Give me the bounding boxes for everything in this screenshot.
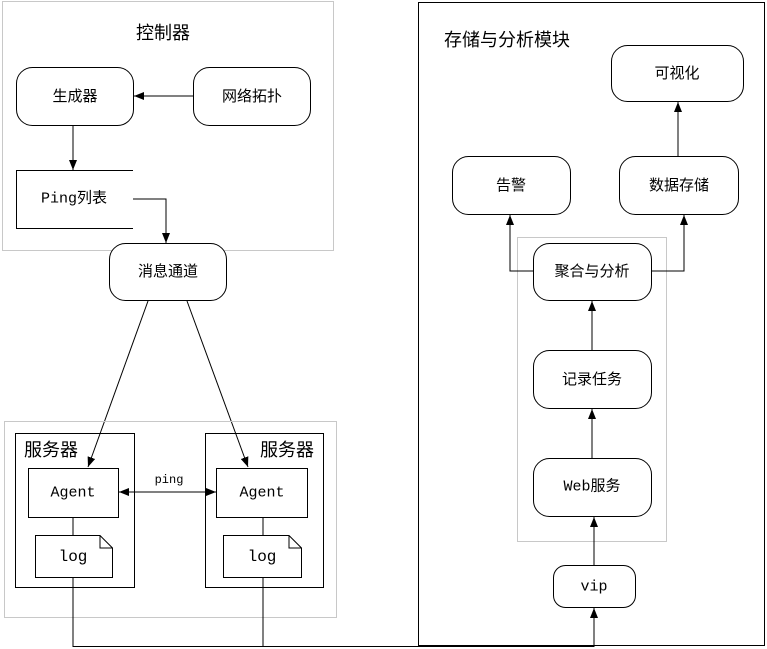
agent-2-label: Agent bbox=[239, 485, 284, 502]
server-2: 服务器 Agent log bbox=[205, 433, 324, 588]
aggregation-label: 聚合与分析 bbox=[554, 262, 629, 280]
web-service-node: Web服务 bbox=[533, 458, 652, 517]
ping-list-label: Ping列表 bbox=[41, 190, 107, 208]
aggregation-node: 聚合与分析 bbox=[533, 243, 652, 301]
edge-aggregation-to-alert bbox=[506, 215, 533, 272]
log-1-document bbox=[35, 535, 113, 578]
agent-1-label: Agent bbox=[50, 485, 95, 502]
alert-node: 告警 bbox=[452, 156, 571, 215]
generator-node: 生成器 bbox=[16, 67, 134, 126]
visualization-node: 可视化 bbox=[611, 45, 744, 102]
edge-channel-to-agent-2 bbox=[186, 300, 249, 468]
ping-list-node: Ping列表 bbox=[16, 170, 133, 229]
visualization-label: 可视化 bbox=[654, 64, 699, 82]
log-2-label: log bbox=[248, 548, 277, 566]
alert-box bbox=[452, 156, 571, 215]
agent-1-box bbox=[28, 468, 119, 518]
record-task-node: 记录任务 bbox=[533, 350, 652, 409]
ping-edge-label: ping bbox=[155, 473, 184, 487]
edge-ping-list-to-channel bbox=[133, 198, 170, 243]
vip-node: vip bbox=[553, 565, 636, 608]
server-1-title: 服务器 bbox=[24, 440, 78, 461]
data-store-label: 数据存储 bbox=[649, 176, 709, 194]
servers-region: 服务器 Agent log 服务器 Agent log ping bbox=[4, 421, 337, 618]
topology-box bbox=[193, 67, 311, 126]
ping-list-shape bbox=[16, 170, 133, 229]
generator-label: 生成器 bbox=[52, 87, 97, 105]
log-1-label: log bbox=[59, 548, 88, 566]
aggregation-box bbox=[533, 243, 652, 301]
log-2-document bbox=[223, 535, 302, 578]
controller-title: 控制器 bbox=[136, 23, 190, 44]
log-1-fold bbox=[99, 535, 113, 549]
agent-2-box bbox=[216, 468, 308, 518]
storage-analysis-title: 存储与分析模块 bbox=[444, 30, 570, 51]
topology-label: 网络拓扑 bbox=[222, 87, 282, 105]
server-1-box bbox=[15, 433, 135, 588]
edge-log-1-to-vip bbox=[72, 578, 598, 647]
server-2-box bbox=[205, 433, 324, 588]
web-service-label: Web服务 bbox=[563, 478, 620, 496]
controller-region: 控制器 生成器 网络拓扑 Ping列表 bbox=[2, 1, 334, 251]
data-store-box bbox=[619, 156, 739, 215]
record-task-box bbox=[533, 350, 652, 409]
web-service-box bbox=[533, 458, 652, 517]
message-channel-node: 消息通道 bbox=[109, 243, 227, 301]
storage-analysis-region: 存储与分析模块 可视化 告警 数据存储 聚合与分析 记录任务 W bbox=[418, 2, 765, 646]
server-1: 服务器 Agent log bbox=[15, 433, 135, 588]
record-task-label: 记录任务 bbox=[562, 370, 622, 388]
data-store-node: 数据存储 bbox=[619, 156, 739, 215]
server-2-title: 服务器 bbox=[260, 440, 314, 461]
alert-label: 告警 bbox=[496, 176, 526, 194]
generator-box bbox=[16, 67, 134, 126]
visualization-box bbox=[611, 45, 744, 102]
vip-label: vip bbox=[580, 579, 607, 596]
edge-channel-to-agent-1 bbox=[87, 300, 149, 468]
vip-box bbox=[553, 565, 636, 608]
servers-region-border bbox=[4, 421, 337, 618]
message-channel-label: 消息通道 bbox=[138, 262, 198, 280]
topology-node: 网络拓扑 bbox=[193, 67, 311, 126]
log-2-fold bbox=[288, 535, 302, 549]
edge-aggregation-to-data-store bbox=[651, 215, 688, 272]
message-channel-box bbox=[109, 243, 227, 301]
processing-region-border bbox=[517, 237, 667, 542]
storage-analysis-region-border bbox=[418, 2, 765, 646]
